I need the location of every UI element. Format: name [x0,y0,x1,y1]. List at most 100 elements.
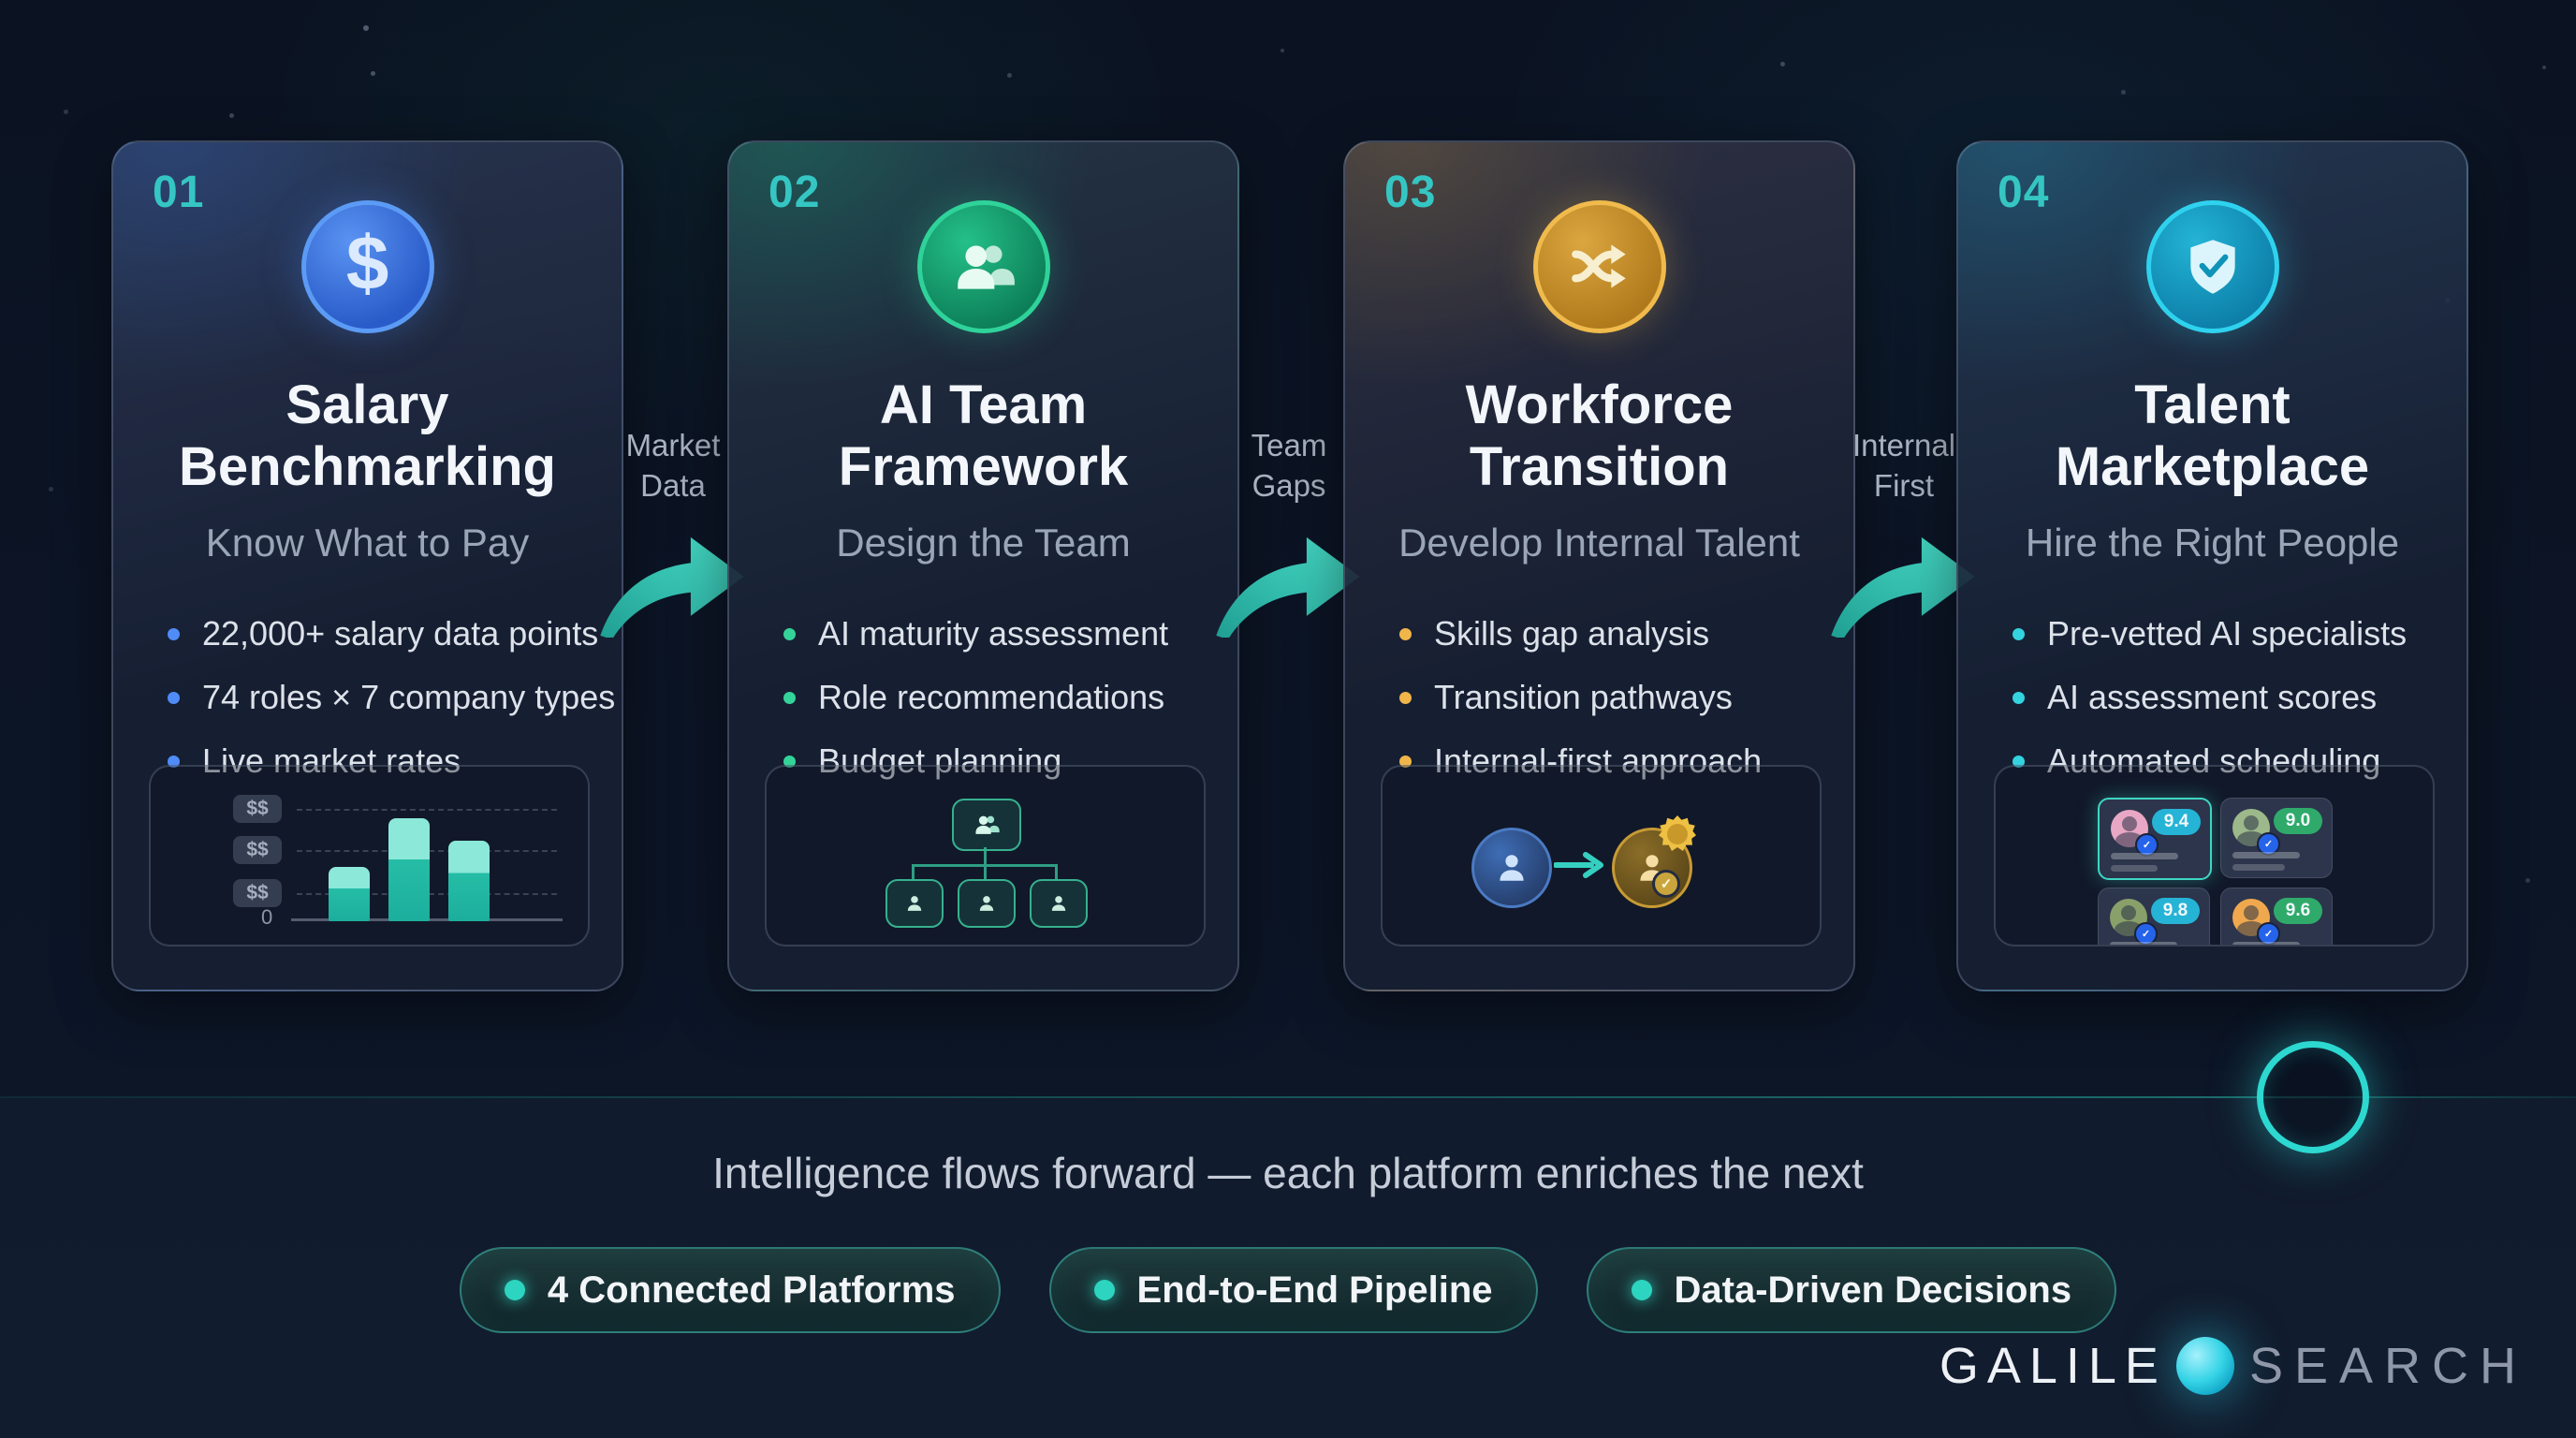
gridline [297,809,557,811]
list-item: 74 roles × 7 company types [168,678,615,717]
card-title: Talent Marketplace [2055,374,2370,498]
background-star [363,25,369,31]
y-axis-label: $$ [233,795,282,823]
teal-dot-icon [1093,1280,1115,1300]
background-star [2525,878,2530,883]
placeholder-line [2111,853,2178,859]
avatar-head [2122,816,2137,831]
bullet-dot [168,627,180,640]
bullet-dot [168,691,180,704]
zero-label: 0 [261,905,273,929]
verified-shield-icon: ✓ [2134,922,2158,945]
bullet-text: Pre-vetted AI specialists [2047,614,2408,653]
bullet-dot [1399,627,1412,640]
placeholder-line [2111,865,2158,872]
y-axis-label: $$ [233,879,282,907]
badge-connected-platforms: 4 Connected Platforms [459,1247,1001,1333]
card-workforce-transition: 03 Workforce Transition Develop Internal… [1343,140,1855,991]
person-icon [1051,896,1066,911]
score-badge: 9.6 [2274,898,2322,924]
candidate-grid: ✓ 9.4 ✓ 9.0 ✓ 9.8 ✓ 9.6 [1994,765,2435,946]
placeholder-line [2232,864,2285,871]
logo-text-right: SEARCH [2248,1338,2527,1394]
chart-bar [388,818,430,921]
placeholder-line [2232,942,2300,945]
candidate-card: ✓ 9.6 [2220,888,2333,945]
background-star [1780,62,1785,66]
avatar-head [2244,815,2259,830]
card-title: Workforce Transition [1465,374,1734,498]
badge-label: Data-Driven Decisions [1674,1269,2072,1311]
background-star [229,113,234,118]
connector-label: Internal First [1852,428,1956,503]
list-item: Role recommendations [783,678,1168,717]
team-circle-icon [916,200,1050,333]
bullet-dot [783,627,796,640]
score-badge: 9.8 [2151,898,2200,924]
bullet-text: AI maturity assessment [818,614,1169,653]
connector-label: Team Gaps [1251,428,1327,503]
bullet-list: Pre-vetted AI specialists AI assessment … [1958,614,2407,781]
transition-illustration: ✓ [1381,765,1822,946]
bullet-dot [1399,691,1412,704]
verified-shield-icon: ✓ [2257,922,2280,945]
placeholder-line [2110,942,2177,945]
salary-bar-chart: $$ $$ $$ 0 [149,765,590,946]
teal-dot-icon [504,1280,525,1300]
card-subtitle: Hire the Right People [2025,521,2400,565]
background-star [1007,73,1012,78]
list-item: Budget planning [783,741,1168,781]
badge-pipeline: End-to-End Pipeline [1048,1247,1538,1333]
list-item: Internal-first approach [1399,741,1762,781]
bullet-text: AI assessment scores [2047,678,2378,717]
employee-avatar-icon [1471,828,1552,908]
person-icon [1500,855,1524,881]
badge-label: 4 Connected Platforms [547,1269,956,1311]
shield-check-icon [2189,240,2235,294]
list-item: Automated scheduling [2012,741,2407,781]
bullet-dot [168,755,180,768]
bullet-text: Transition pathways [1434,678,1733,717]
background-star [64,110,68,114]
bullet-text: 74 roles × 7 company types [202,678,616,717]
bullet-text: Skills gap analysis [1434,614,1710,653]
shuffle-circle-icon [1532,200,1666,333]
list-item: 22,000+ salary data points [168,614,615,653]
galileo-search-logo: GALILE SEARCH [1939,1337,2527,1395]
bullet-text: Live market rates [202,741,461,781]
step-number: 04 [1998,168,2050,217]
avatar-head [2244,905,2259,920]
step-number: 02 [768,168,821,217]
avatar-head [2121,905,2136,920]
team-icon [975,815,1000,834]
list-item: Pre-vetted AI specialists [2012,614,2407,653]
bullet-dot [2012,627,2025,640]
org-child-node [1030,879,1088,928]
card-subtitle: Develop Internal Talent [1398,521,1800,565]
badge-center [1667,824,1688,844]
org-child-node [958,879,1016,928]
candidate-card: ✓ 9.0 [2220,798,2333,878]
card-subtitle: Design the Team [836,521,1131,565]
list-item: Skills gap analysis [1399,614,1762,653]
background-star [2542,66,2546,69]
summary-badges: 4 Connected Platforms End-to-End Pipelin… [0,1247,2576,1333]
list-item: AI assessment scores [2012,678,2407,717]
shuffle-icon [1571,244,1626,288]
placeholder-line [2232,852,2300,858]
team-icon [957,245,1015,289]
verified-shield-icon: ✓ [2135,833,2159,857]
connector-label: Market Data [625,428,721,503]
candidate-card: ✓ 9.8 [2098,888,2210,945]
dollar-circle-icon: $ [300,200,434,333]
glowing-orb-icon [2175,1337,2234,1395]
card-title: AI Team Framework [838,374,1129,498]
score-badge: 9.0 [2274,808,2322,834]
bullet-list: AI maturity assessment Role recommendati… [729,614,1168,781]
step-number: 03 [1384,168,1437,217]
org-child-node [886,879,944,928]
flow-ring-icon [2257,1041,2369,1153]
connector-market-data: Market Data [579,426,767,638]
bullet-dot [2012,691,2025,704]
